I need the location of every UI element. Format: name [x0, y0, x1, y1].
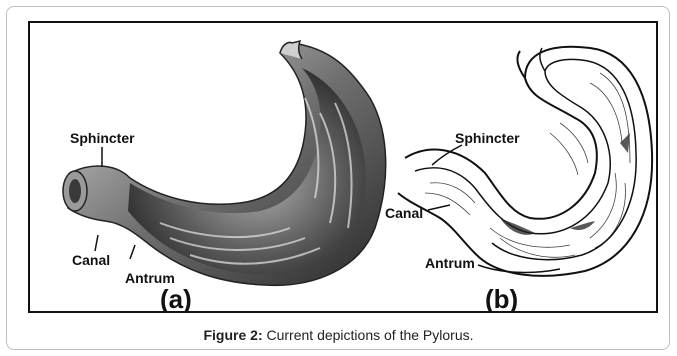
figure-panel-box: Sphincter Canal Antrum (a) [28, 21, 658, 313]
stomach-illustration-a [63, 41, 386, 285]
figure-caption: Figure 2: Current depictions of the Pylo… [0, 327, 677, 343]
figure-illustration: Sphincter Canal Antrum (a) [30, 23, 656, 311]
label-canal-a: Canal [72, 252, 110, 268]
label-sphincter-a: Sphincter [70, 130, 135, 146]
leader-lines-b [428, 145, 560, 272]
label-antrum-b: Antrum [425, 255, 475, 271]
panel-label-b: (b) [485, 284, 518, 311]
caption-prefix: Figure 2: [203, 327, 262, 343]
label-sphincter-b: Sphincter [455, 130, 520, 146]
label-canal-b: Canal [385, 205, 423, 221]
panel-label-a: (a) [160, 284, 192, 311]
caption-text: Current depictions of the Pylorus. [263, 327, 474, 343]
